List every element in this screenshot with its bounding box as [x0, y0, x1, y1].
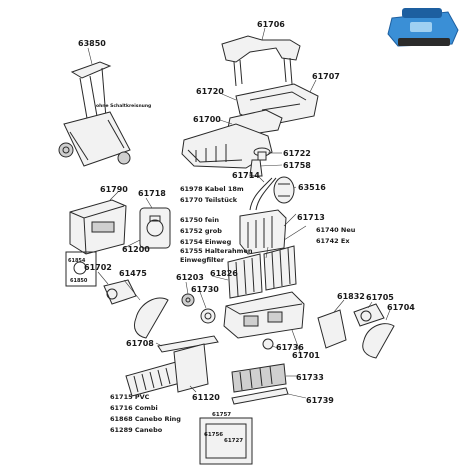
caddy-cart-63850: [58, 61, 131, 167]
motor-unit-61713: [239, 209, 287, 255]
label-61727: 61727: [224, 438, 243, 444]
label-61200: 61200: [122, 245, 150, 254]
label-61750: 61750 fein: [180, 216, 219, 224]
float-63516: [273, 176, 295, 204]
label-61713: 61713: [297, 213, 325, 222]
label-61755: 61755 Halterahmen: [180, 247, 253, 255]
brush-label-2: 61716 Combi: [110, 404, 158, 412]
side-plate-61705: [353, 303, 385, 327]
label-61754: 61754 Einweg: [180, 238, 232, 246]
leader-lines: [87, 27, 391, 399]
label-61475: 61475: [119, 269, 147, 278]
swivel-61758: [249, 159, 263, 177]
valve-61722: [253, 147, 271, 161]
label-61770: 61770 Teilstück: [180, 196, 238, 204]
body-61701: [223, 291, 305, 339]
label-61832: 61832: [337, 292, 365, 301]
filter-basket-right: [263, 245, 297, 291]
label-61714: 61714: [232, 171, 260, 180]
filter-basket-left: [227, 253, 263, 299]
label-61978: 61978 Kabel 18m: [180, 185, 244, 193]
label-61706: 61706: [257, 20, 285, 29]
label-61742: 61742 Ex: [316, 237, 350, 245]
base-box-61756: [199, 417, 253, 465]
label-63516: 63516: [298, 183, 326, 192]
label-61720: 61720: [196, 87, 224, 96]
robot-thumbnail: [382, 4, 466, 48]
label-61826: 61826: [210, 269, 238, 278]
brush-label-4: 61289 Canebo: [110, 426, 163, 434]
pulley-61730: [200, 308, 216, 324]
label-61756: 61756: [204, 432, 223, 438]
label-61708: 61708: [126, 339, 154, 348]
label-61758: 61758: [283, 161, 311, 170]
part-61736: [262, 338, 274, 350]
pulley-61203: [181, 293, 195, 307]
control-box-61718: [139, 207, 171, 249]
track-61704: [362, 323, 395, 359]
label-61120: 61120: [192, 393, 220, 402]
gear-61832: [317, 309, 347, 349]
label-61739: 61739: [306, 396, 334, 405]
bar-61708: [157, 335, 219, 353]
label-61790: 61790: [100, 185, 128, 194]
label-61854: 61854: [68, 258, 86, 264]
label-61700: 61700: [193, 115, 221, 124]
label-61705: 61705: [366, 293, 394, 302]
label-61722: 61722: [283, 149, 311, 158]
brush-label-3: 61868 Canebo Ring: [110, 415, 181, 423]
label-61702: 61702: [84, 263, 112, 272]
track-61475: [133, 297, 169, 339]
label-61707: 61707: [312, 72, 340, 81]
label-61701: 61701: [292, 351, 320, 360]
brush-roller: [125, 361, 185, 397]
label-61730: 61730: [191, 285, 219, 294]
label-61203: 61203: [176, 273, 204, 282]
label-61740: 61740 Neu: [316, 226, 356, 234]
axle-61120: [173, 343, 209, 393]
label-63850: 63850: [78, 39, 106, 48]
label-61757: 61757: [212, 412, 231, 418]
part-labels: 63850 ohne Schaltkreisnung 61706 61707 6…: [68, 20, 415, 444]
caddy-note: ohne Schaltkreisnung: [96, 103, 151, 109]
label-61733: 61733: [296, 373, 324, 382]
handle-61706: [221, 35, 301, 87]
side-plate-61702: [103, 279, 137, 305]
impeller-61733: [231, 363, 287, 393]
label-61850: 61850: [70, 278, 88, 284]
label-61752: 61752 grob: [180, 227, 222, 235]
label-61736: 61736: [276, 343, 304, 352]
cable-61978: [249, 177, 277, 211]
power-supply-61790: [69, 199, 127, 255]
inset-61854: [65, 251, 97, 287]
brush-label-1: 61715 PVC: [110, 393, 150, 401]
label-61718: 61718: [138, 189, 166, 198]
label-einwegfilter: Einwegfilter: [180, 256, 225, 264]
main-cover-61700: [181, 123, 273, 169]
label-61704: 61704: [387, 303, 415, 312]
